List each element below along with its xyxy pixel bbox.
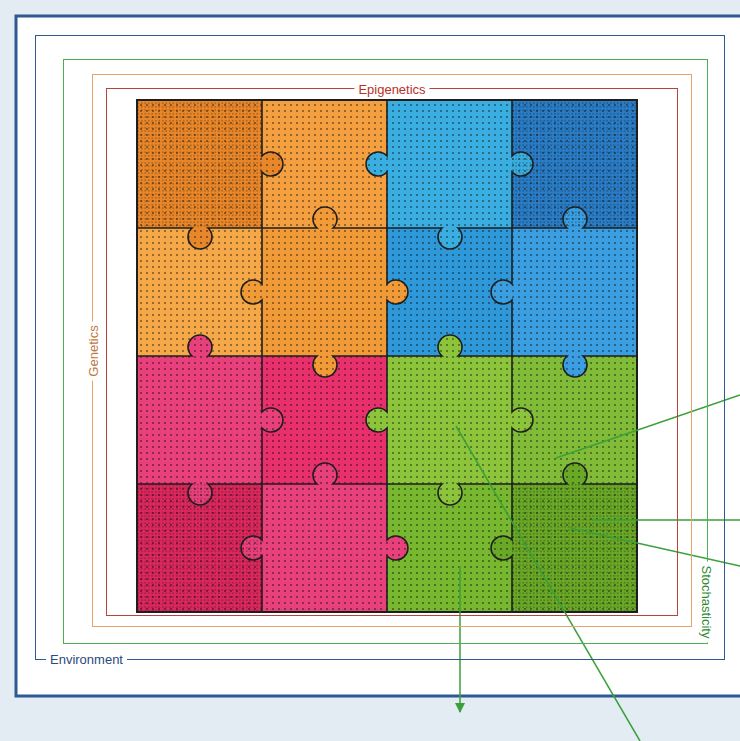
frame-box: EpigeneticsGenetics [92,74,692,627]
frame-label: Genetics [86,321,101,380]
frame-label: Stochasticity [700,562,715,643]
puzzle-cuts [137,100,637,612]
puzzle-pieces [137,100,637,612]
outer-border [16,16,740,696]
frame-label: Epigenetics [354,82,429,97]
puzzle-texture [137,100,637,612]
frame-box: EpigeneticsGeneticsStochasticity [63,59,708,644]
frame-label: Environment [46,652,127,667]
leader-lines [456,395,740,741]
frame-box: Epigenetics [106,88,678,616]
frame-box: EpigeneticsGeneticsStochasticityEnvironm… [35,35,725,660]
